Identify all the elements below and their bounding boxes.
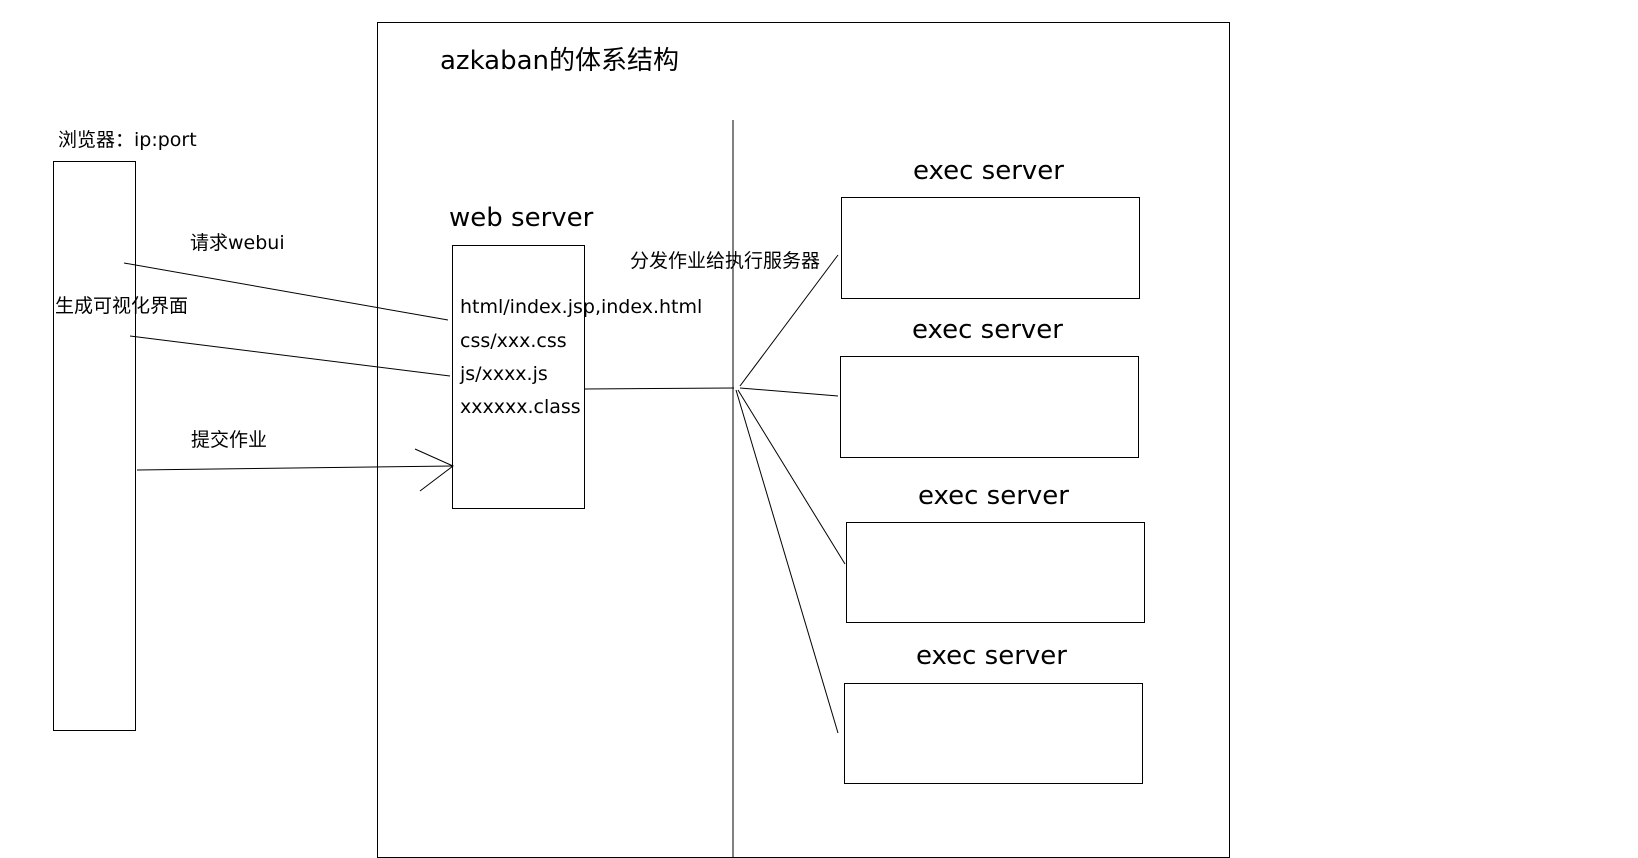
hub-to-exec2-line xyxy=(739,387,839,397)
hub-to-exec3-line xyxy=(737,389,846,565)
render-ui-label: 生成可视化界面 xyxy=(55,295,189,317)
request-webui-label: 请求webui xyxy=(190,232,285,254)
web-server-label: web server xyxy=(449,203,594,233)
submit-job-label: 提交作业 xyxy=(191,429,268,451)
browser-box xyxy=(53,161,136,731)
web-file-item: js/xxxx.js xyxy=(460,363,548,385)
submit-line xyxy=(136,465,454,471)
exec-server-label: exec server xyxy=(913,156,1064,186)
exec-server-label: exec server xyxy=(916,641,1067,671)
hub-to-exec1-line xyxy=(739,254,839,387)
browser-label: 浏览器：ip:port xyxy=(58,129,197,151)
render-line xyxy=(129,335,451,377)
dispatch-label: 分发作业给执行服务器 xyxy=(630,250,821,272)
web-server-box xyxy=(452,245,585,509)
web-to-hub-line xyxy=(583,387,735,390)
request-line xyxy=(123,262,449,321)
exec-server-box xyxy=(841,197,1140,299)
web-file-item: xxxxxx.class xyxy=(460,396,581,418)
web-file-item: html/index.jsp,index.html xyxy=(460,296,703,318)
exec-server-box xyxy=(840,356,1139,458)
exec-server-box xyxy=(844,683,1143,784)
submit-arrowhead xyxy=(414,448,454,492)
diagram-title: azkaban的体系结构 xyxy=(440,46,680,76)
web-file-item: css/xxx.css xyxy=(460,330,567,352)
hub-to-exec4-line xyxy=(735,389,839,734)
exec-server-label: exec server xyxy=(912,315,1063,345)
exec-server-label: exec server xyxy=(918,481,1069,511)
exec-server-box xyxy=(846,522,1145,623)
